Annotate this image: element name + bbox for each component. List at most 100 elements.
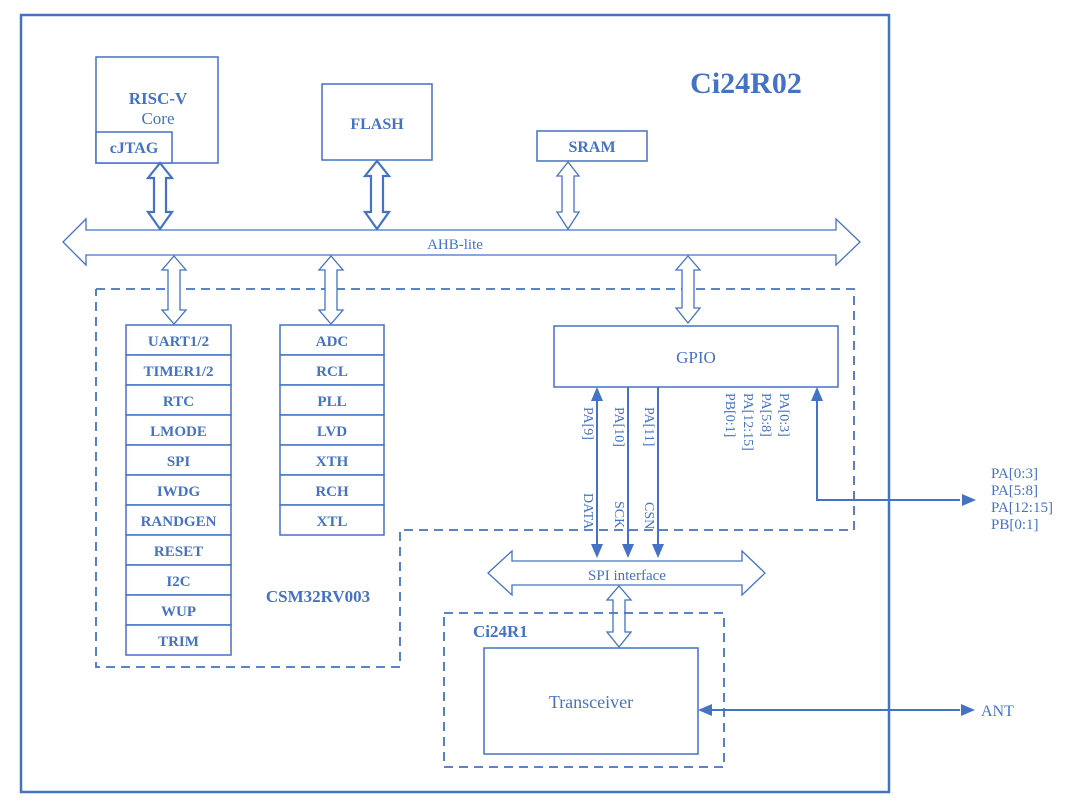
peripheral-left-cell-border [125, 504, 232, 536]
csn-arrow-down [652, 544, 664, 558]
peripheral-left-label: RESET [154, 544, 203, 560]
peripheral-left-cell-border [125, 384, 232, 416]
peripheral-right-cell: RCL [279, 354, 385, 386]
peripheral-right-cell-border [279, 384, 385, 416]
core-bus-arrow [145, 161, 175, 231]
sram-bus-arrow [555, 160, 581, 231]
flash-bus-arrow [362, 159, 392, 231]
ahb-gpio-arrow [674, 255, 702, 325]
gpio-external-connector [811, 387, 976, 506]
transceiver-label: Transceiver [549, 692, 633, 712]
peripheral-left-cell-border [125, 534, 232, 566]
ahb-lite-label: AHB-lite [427, 237, 483, 253]
external-pin-label-0: PA[0:3] [991, 466, 1038, 482]
ahb-left-periph-arrow [160, 255, 188, 325]
ci24r1-label: Ci24R1 [473, 622, 528, 641]
peripheral-left-cell: TIMER1/2 [125, 354, 232, 386]
pa9-label: PA[9] [580, 407, 595, 440]
peripheral-right-label: ADC [316, 334, 349, 350]
peripheral-left-cell: RTC [125, 384, 232, 416]
gpio-pin-label-3: PB[0:1] [722, 393, 737, 437]
antenna-label: ANT [981, 703, 1014, 720]
peripheral-right-cell-border [279, 324, 385, 356]
sram-label: SRAM [568, 139, 615, 156]
peripheral-left-cell: WUP [125, 594, 232, 626]
spi-interface-label: SPI interface [588, 568, 666, 584]
gpio-block: GPIO [553, 325, 839, 388]
peripheral-right-cell-border [279, 504, 385, 536]
peripheral-left-label: LMODE [150, 424, 207, 440]
cjtag-block [95, 131, 173, 164]
peripheral-right-cell: LVD [279, 414, 385, 446]
peripheral-right-label: RCL [316, 364, 348, 380]
peripheral-left-cell-border [125, 594, 232, 626]
peripheral-right-cell: RCH [279, 474, 385, 506]
peripheral-right-cell: XTH [279, 444, 385, 476]
spi-signal-lines [591, 387, 664, 558]
peripheral-stack-right: ADC RCL PLL LVD XTH RCH XTL [279, 324, 385, 536]
gpio-pin-label-0: PA[0:3] [776, 393, 791, 437]
data-arrow-up [591, 387, 603, 401]
ahb-lite-bus [62, 217, 861, 267]
peripheral-left-cell: LMODE [125, 414, 232, 446]
peripheral-left-label: RANDGEN [141, 514, 217, 530]
peripheral-right-label: PLL [317, 394, 346, 410]
peripheral-left-cell-border [125, 444, 232, 476]
flash-label: FLASH [350, 116, 404, 133]
peripheral-right-cell: ADC [279, 324, 385, 356]
flash-block: FLASH [321, 83, 433, 161]
peripheral-left-label: I2C [166, 574, 190, 590]
riscv-core-block: RISC-V Core cJTAG [95, 56, 219, 164]
external-pin-label-2: PA[12:15] [991, 500, 1053, 516]
transceiver-block: Transceiver [483, 647, 699, 755]
peripheral-left-label: IWDG [157, 484, 201, 500]
peripheral-left-cell: IWDG [125, 474, 232, 506]
ci24r1-boundary [443, 612, 725, 768]
external-pin-label-3: PB[0:1] [991, 517, 1039, 533]
peripheral-right-label: RCH [315, 484, 349, 500]
gpio-pin-label-1: PA[5:8] [758, 393, 773, 437]
peripheral-left-cell: UART1/2 [125, 324, 232, 356]
peripheral-left-cell: RESET [125, 534, 232, 566]
peripheral-left-cell-border [125, 564, 232, 596]
sram-block: SRAM [536, 130, 648, 162]
peripheral-left-label: SPI [167, 454, 191, 470]
peripheral-left-cell-border [125, 624, 232, 656]
cjtag-label: cJTAG [110, 140, 159, 157]
peripheral-left-label: TRIM [158, 634, 199, 650]
peripheral-right-cell-border [279, 444, 385, 476]
data-label: DATA [580, 493, 595, 530]
chip-outline [19, 13, 891, 794]
peripheral-left-label: RTC [163, 394, 194, 410]
gpio-pin-label-2: PA[12:15] [740, 393, 755, 451]
peripheral-right-label: XTH [316, 454, 349, 470]
core-label-line1: RISC-V [129, 89, 188, 108]
csm32rv003-label: CSM32RV003 [266, 587, 370, 606]
peripheral-right-cell-border [279, 414, 385, 446]
peripheral-left-cell: I2C [125, 564, 232, 596]
peripheral-left-cell-border [125, 414, 232, 446]
gpio-label: GPIO [676, 348, 716, 367]
peripheral-left-cell: SPI [125, 444, 232, 476]
core-label-line2: Core [141, 109, 174, 128]
pa10-label: PA[10] [611, 407, 626, 447]
chip-title: Ci24R02 [690, 67, 802, 100]
sck-label: SCK [611, 501, 626, 528]
peripheral-left-label: TIMER1/2 [143, 364, 213, 380]
peripheral-right-cell: PLL [279, 384, 385, 416]
pa11-label: PA[11] [641, 407, 656, 446]
peripheral-left-cell: RANDGEN [125, 504, 232, 536]
spi-interface-bus [487, 549, 766, 597]
spi-transceiver-arrow [605, 585, 633, 649]
peripheral-left-cell: TRIM [125, 624, 232, 656]
peripheral-left-cell-border [125, 354, 232, 386]
sck-arrow-down [622, 544, 634, 558]
antenna-connection [698, 704, 975, 716]
peripheral-right-label: LVD [317, 424, 347, 440]
csm32rv003-boundary [95, 288, 855, 668]
peripheral-right-cell: XTL [279, 504, 385, 536]
peripheral-right-cell-border [279, 354, 385, 386]
external-pin-label-1: PA[5:8] [991, 483, 1038, 499]
